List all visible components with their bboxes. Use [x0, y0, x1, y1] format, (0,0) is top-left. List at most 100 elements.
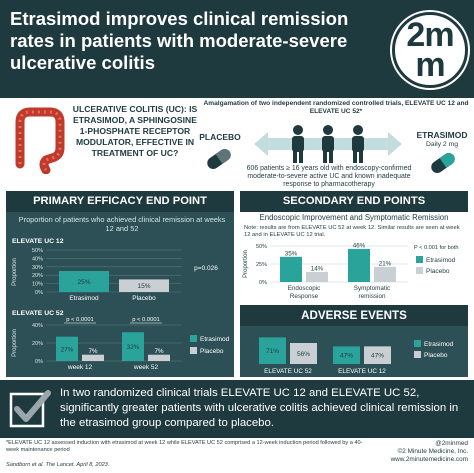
bar	[59, 271, 109, 292]
bar-value-label: 7%	[155, 348, 164, 355]
y-axis-label: Proportion	[12, 258, 18, 286]
chart-adverse-events: 71% 56% ELEVATE UC 52 47% 47% ELEVATE UC 12 Et…	[259, 337, 454, 375]
legend-label: Etrasimod	[426, 257, 456, 264]
bar-value-label: 14%	[311, 265, 324, 272]
x-tick-label: Etrasimod	[69, 295, 99, 302]
footer: *ELEVATE UC 12 assessed induction with e…	[0, 438, 474, 473]
trial2-label: ELEVATE UC 52	[12, 310, 64, 317]
footnote: *ELEVATE UC 12 assessed induction with e…	[6, 440, 363, 453]
legend-label: Etrasimod	[424, 341, 454, 348]
placebo-label: PLACEBO	[199, 132, 241, 142]
bar-value-label: 15%	[137, 283, 150, 290]
bar	[290, 343, 317, 364]
bar	[119, 279, 169, 292]
p-value-annotation: p < 0.0001	[66, 317, 94, 323]
checkmark-icon	[9, 390, 51, 428]
placebo-pill-icon	[207, 148, 231, 170]
logo-line-2: m	[415, 46, 445, 84]
copyright: ©2 Minute Medicine, Inc.	[397, 448, 468, 456]
secondary-subtitle: Endoscopic Improvement and Symptomatic R…	[259, 213, 449, 222]
study-design: Amalgamation of two independent randomiz…	[203, 100, 469, 115]
y-tick-label: 40%	[32, 323, 43, 329]
patients-icon	[254, 125, 402, 163]
logo-line-1: 2m	[406, 16, 454, 54]
x-tick-label: Symptomatic	[354, 285, 390, 292]
bar-value-label: 35%	[285, 250, 298, 257]
primary-subtitle: Proportion of patients who achieved clin…	[18, 215, 226, 233]
legend-swatch	[190, 347, 197, 354]
etrasimod-dose: Daily 2 mg	[425, 141, 459, 148]
y-tick-label: 10%	[32, 282, 43, 288]
bar	[259, 337, 286, 364]
secondary-panel: Endoscopic Improvement and Symptomatic R…	[240, 212, 468, 302]
legend-label: Placebo	[424, 352, 448, 359]
bar	[82, 354, 104, 361]
population-description: 606 patients ≥ 16 years old with endosco…	[246, 165, 412, 189]
y-tick-label: 50%	[32, 248, 43, 254]
conclusion-text: In two randomized clinical trials ELEVAT…	[60, 387, 459, 429]
bar	[122, 332, 144, 361]
y-tick-label: 30%	[32, 265, 43, 271]
p-value-annotation: p=0.026	[194, 265, 218, 272]
bar-value-label: 47%	[340, 353, 353, 360]
x-tick-label: remission	[359, 293, 386, 300]
bar	[348, 248, 370, 282]
y-tick-label: 0%	[35, 290, 43, 296]
x-tick-label: Endoscopic	[288, 285, 321, 292]
y-tick-label: 0%	[35, 359, 43, 365]
bar-value-label: 71%	[266, 348, 279, 355]
page-title: Etrasimod improves clinical remission ra…	[10, 8, 349, 73]
bar	[364, 346, 391, 364]
bar	[280, 256, 302, 282]
y-tick-label: 0%	[259, 280, 267, 286]
adverse-panel: 71% 56% ELEVATE UC 52 47% 47% ELEVATE UC 12 Et…	[240, 326, 468, 377]
y-tick-label: 25%	[256, 262, 267, 268]
chart-elevate-uc-12: 0% 10% 20% 30% 40% 50% Proportion 25% Etrasimod 1…	[12, 248, 218, 302]
adverse-header: ADVERSE EVENTS	[240, 305, 468, 326]
x-tick-label: week 52	[133, 364, 159, 371]
chart-secondary-endpoints: 0% 25% 50% Proportion 35% 14% EndoscopicRespon…	[243, 242, 459, 300]
bar-value-label: 46%	[353, 242, 366, 249]
y-tick-label: 50%	[256, 244, 267, 250]
intro-section: ULCERATIVE COLITIS (UC): IS ETRASIMOD, A…	[0, 98, 474, 190]
x-tick-label: Response	[290, 293, 319, 300]
brand-logo: 2m m	[392, 12, 468, 88]
bar	[56, 336, 78, 361]
uc-description: ULCERATIVE COLITIS (UC): IS ETRASIMOD, A…	[72, 104, 198, 158]
bar-value-label: 27%	[61, 346, 74, 353]
legend-label: Placebo	[426, 268, 450, 275]
bar	[333, 346, 360, 364]
citation: Sandborn et al. The Lancet. April 8, 202…	[6, 462, 110, 468]
secondary-note: Note: results are from ELEVATE UC 52 at …	[244, 225, 460, 238]
y-tick-label: 20%	[32, 341, 43, 347]
p-value-annotation: p < 0.0001	[132, 317, 160, 323]
etrasimod-label: ETRASIMOD	[416, 130, 468, 140]
bar-value-label: 7%	[89, 348, 98, 355]
y-axis-label: Proportion	[243, 250, 249, 278]
bar	[306, 271, 328, 282]
bar-value-label: 47%	[371, 353, 384, 360]
x-tick-label: ELEVATE UC 12	[338, 368, 386, 375]
primary-header: PRIMARY EFFICACY END POINT	[6, 191, 234, 212]
bar-value-label: 56%	[297, 351, 310, 358]
brand-info: @2minmed ©2 Minute Medicine, Inc. www.2m…	[348, 440, 468, 465]
social-handle[interactable]: @2minmed	[435, 440, 468, 447]
x-tick-label: ELEVATE UC 52	[264, 368, 312, 375]
etrasimod-pill-icon	[431, 152, 455, 174]
legend-swatch	[414, 351, 421, 358]
primary-panel: Proportion of patients who achieved clin…	[6, 212, 234, 377]
bar-value-label: 25%	[77, 279, 90, 286]
bar	[374, 266, 396, 282]
x-tick-label: week 12	[67, 364, 93, 371]
bar	[148, 354, 170, 361]
colon-icon	[15, 107, 65, 174]
legend-swatch	[416, 267, 423, 274]
bar-value-label: 21%	[379, 260, 392, 267]
trial1-label: ELEVATE UC 12	[12, 238, 64, 245]
website-link[interactable]: www.2minutemedicine.com	[390, 456, 468, 464]
x-tick-label: Placebo	[132, 295, 156, 302]
y-tick-label: 20%	[32, 273, 43, 279]
y-tick-label: 40%	[32, 256, 43, 262]
legend-label: Etrasimod	[200, 336, 230, 343]
legend-swatch	[190, 335, 197, 342]
